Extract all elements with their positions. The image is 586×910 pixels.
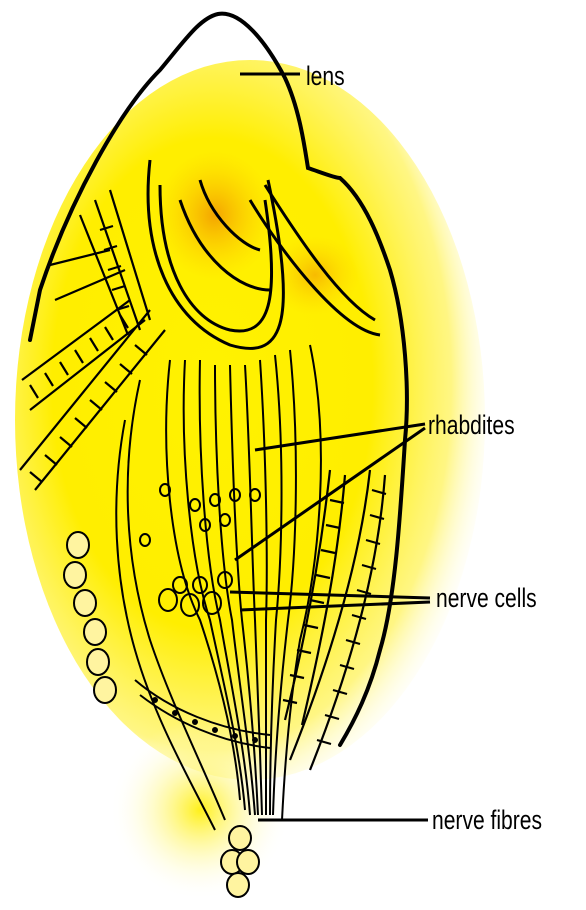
label-lens: lens [306, 63, 345, 90]
label-nerve-cells: nerve cells [436, 585, 537, 612]
label-nerve-fibres: nerve fibres [432, 807, 542, 834]
label-rhabdites: rhabdites [428, 412, 515, 439]
